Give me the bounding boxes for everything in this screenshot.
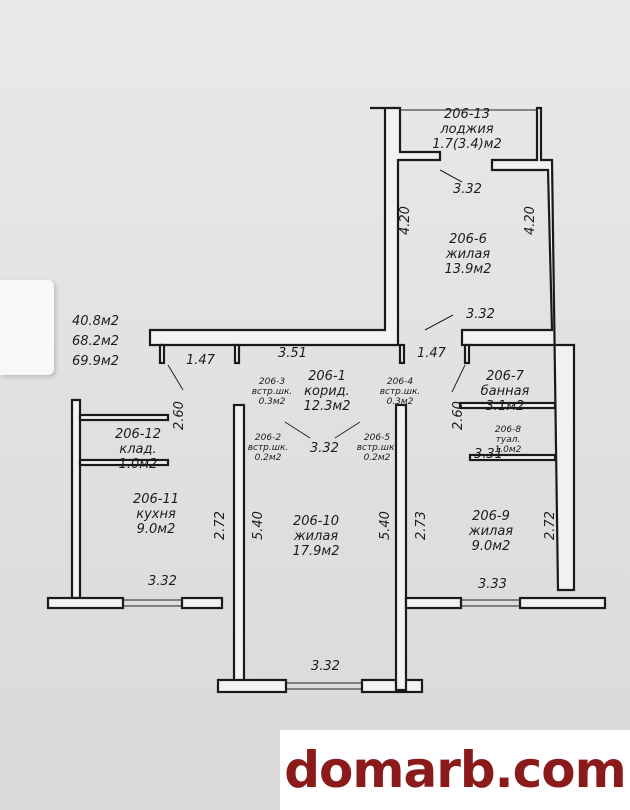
room-area: 0.3м2 — [387, 397, 414, 407]
room-id: 206-12 — [115, 427, 161, 442]
room-name: туал. — [496, 435, 521, 445]
room-area: 0.2м2 — [255, 453, 282, 463]
dim: 3.51 — [278, 346, 307, 361]
room-id: 206-6 — [449, 232, 487, 247]
room-name: встр.шк. — [248, 443, 289, 453]
leader-lines — [167, 169, 466, 439]
room-id: 206-4 — [387, 377, 413, 387]
room-name: встр.шк. — [380, 387, 421, 397]
room-id: 206-9 — [472, 509, 510, 524]
room-labels: 206-13лоджия1.7(3.4)м2206-6жилая13.9м220… — [115, 107, 530, 559]
room-area: 13.9м2 — [444, 262, 491, 277]
room-name: встр.шк. — [252, 387, 293, 397]
wall-switch — [0, 280, 54, 375]
room-name: клад. — [119, 442, 156, 457]
room-name: жилая — [445, 247, 490, 262]
dim: 2.72 — [213, 511, 228, 540]
room-id: 206-3 — [259, 377, 285, 387]
room-area: 3.1м2 — [486, 399, 525, 414]
room-name: лоджия — [439, 122, 493, 137]
dim: 1.47 — [417, 346, 447, 361]
room-area: 12.3м2 — [303, 399, 350, 414]
dim: 3.32 — [466, 307, 495, 322]
room-area: 9.0м2 — [137, 522, 176, 537]
room-name: жилая — [468, 524, 513, 539]
room-name: банная — [481, 384, 530, 399]
dim: 2.60 — [451, 401, 466, 430]
room-id: 206-1 — [308, 369, 346, 384]
dim: 2.60 — [172, 401, 187, 430]
room-id: 206-7 — [486, 369, 525, 384]
room-name: жилая — [293, 529, 338, 544]
room-area: 1.0м2 — [495, 445, 522, 455]
dim: 3.32 — [310, 441, 339, 456]
room-id: 206-8 — [495, 425, 521, 435]
room-name: корид. — [304, 384, 350, 399]
dim: 4.20 — [523, 206, 538, 235]
dimension-labels: 3.32 4.20 4.20 3.32 1.47 3.51 1.47 3.32 … — [148, 182, 558, 674]
room-area: 9.0м2 — [472, 539, 511, 554]
total-area-with-loggia: 69.9м2 — [72, 354, 119, 369]
dim: 2.73 — [414, 511, 429, 540]
dim: 2.72 — [543, 511, 558, 540]
living-area: 40.8м2 — [72, 314, 119, 329]
area-summary: 40.8м2 68.2м2 69.9м2 — [72, 314, 119, 369]
room-id: 206-13 — [444, 107, 490, 122]
dim: 3.32 — [311, 659, 340, 674]
walls — [46, 106, 607, 694]
room-area: 0.2м2 — [364, 453, 391, 463]
room-area: 17.9м2 — [292, 544, 339, 559]
total-area: 68.2м2 — [72, 334, 119, 349]
dim: 3.31 — [474, 447, 503, 462]
watermark-text: domarb.com — [284, 741, 627, 799]
room-id: 206-11 — [133, 492, 179, 507]
dim: 5.40 — [378, 511, 393, 540]
dim: 4.20 — [398, 206, 413, 235]
dim: 3.32 — [453, 182, 482, 197]
dim: 5.40 — [251, 511, 266, 540]
dim: 1.47 — [186, 353, 216, 368]
dim: 3.33 — [478, 577, 507, 592]
room-name: встр.шк. — [357, 443, 398, 453]
room-id: 206-2 — [255, 433, 281, 443]
room-area: 1.0м2 — [119, 457, 158, 472]
dim: 3.32 — [148, 574, 177, 589]
room-area: 1.7(3.4)м2 — [432, 137, 502, 152]
room-id: 206-10 — [293, 514, 339, 529]
room-id: 206-5 — [364, 433, 390, 443]
room-area: 0.3м2 — [259, 397, 286, 407]
room-name: кухня — [136, 507, 176, 522]
watermark: domarb.com — [280, 730, 630, 810]
